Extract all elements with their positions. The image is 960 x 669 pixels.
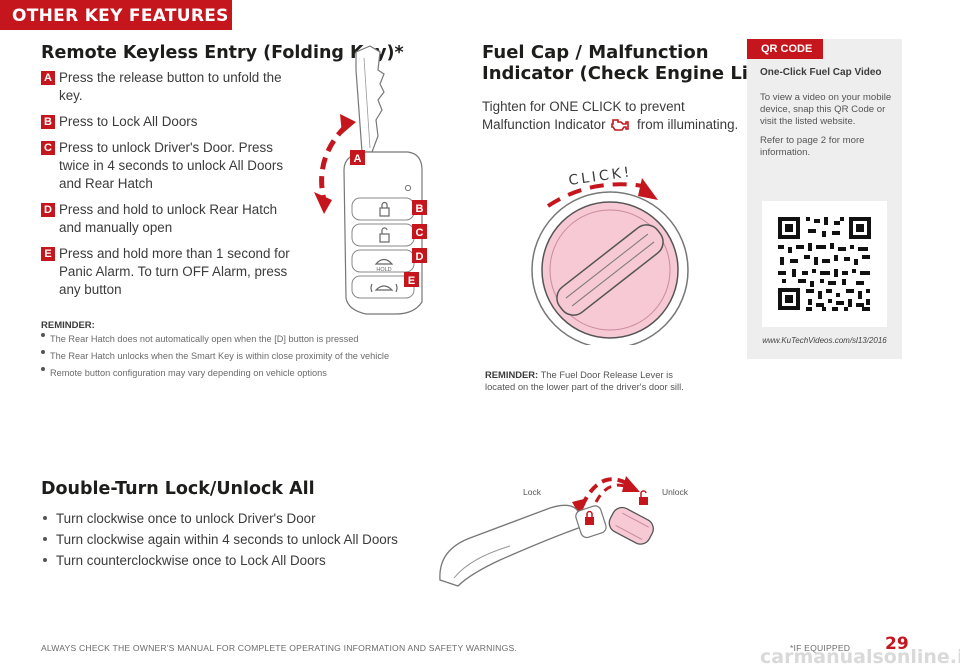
- fob-badge-c: [412, 224, 427, 239]
- bullet-text: Turn clockwise once to unlock Driver's D…: [56, 511, 316, 526]
- section-header-tab: OTHER KEY FEATURES: [0, 0, 232, 30]
- footer-if-equipped: *IF EQUIPPED: [790, 643, 851, 653]
- step-d: D Press and hold to unlock Rear Hatch an…: [41, 201, 291, 237]
- qr-url[interactable]: www.KuTechVideos.com/sl13/2016: [762, 336, 887, 345]
- bullet-item: Turn clockwise again within 4 seconds to…: [41, 529, 398, 550]
- lock-label: Lock: [523, 487, 542, 497]
- step-text: Press to Lock All Doors: [59, 114, 198, 129]
- reminder-text: The Rear Hatch unlocks when the Smart Ke…: [50, 351, 390, 361]
- key-head: [608, 506, 654, 545]
- remote-steps-list: A Press the release button to unfold the…: [41, 69, 291, 299]
- remote-keyless-title: Remote Keyless Entry (Folding Key)*: [41, 43, 404, 63]
- section-title: OTHER KEY FEATURES: [12, 6, 229, 26]
- bullet-text: Turn clockwise again within 4 seconds to…: [56, 532, 398, 547]
- step-c: C Press to unlock Driver's Door. Press t…: [41, 139, 291, 193]
- fob-badge-e-text: E: [408, 275, 415, 287]
- hold-label: HOLD: [376, 267, 391, 273]
- reminder-item: The Rear Hatch does not automatically op…: [41, 331, 389, 348]
- fuel-reminder-title: REMINDER:: [485, 369, 539, 380]
- fuel-reminder-text: located on the lower part of the driver'…: [485, 381, 684, 392]
- fob-badge-e: [404, 272, 419, 287]
- double-turn-title: Double-Turn Lock/Unlock All: [41, 479, 315, 499]
- qr-body: To view a video on your mobile device, s…: [760, 92, 892, 127]
- step-badge: D: [41, 203, 55, 217]
- reminder-item: The Rear Hatch unlocks when the Smart Ke…: [41, 348, 389, 365]
- fob-badge-d: [412, 248, 427, 263]
- key-blade: [355, 45, 385, 153]
- fuel-reminder: REMINDER: The Fuel Door Release Lever is…: [485, 369, 735, 393]
- qr-tab: QR CODE: [747, 39, 823, 59]
- key-fob-illustration: HOLD A B C D E: [314, 45, 427, 315]
- fuel-reminder-text: The Fuel Door Release Lever is: [540, 369, 673, 380]
- fob-badge-b-text: B: [416, 203, 424, 215]
- unlock-icon: [639, 490, 648, 505]
- fob-badge-d-text: D: [416, 251, 424, 263]
- step-badge: E: [41, 247, 55, 261]
- reminder-text: The Rear Hatch does not automatically op…: [50, 334, 359, 344]
- step-e: E Press and hold more than 1 second for …: [41, 245, 291, 299]
- fob-badge-a: [350, 150, 365, 165]
- step-badge: A: [41, 71, 55, 85]
- qr-code-box[interactable]: [762, 201, 887, 327]
- bullet-text: Turn counterclockwise once to Lock All D…: [56, 553, 326, 568]
- qr-code-icon: [778, 217, 871, 311]
- fob-badge-c-text: C: [416, 227, 424, 239]
- unfold-arrow: [319, 124, 348, 201]
- step-text: Press and hold to unlock Rear Hatch and …: [59, 202, 278, 235]
- tighten-arrow: [546, 182, 645, 208]
- step-a: A Press the release button to unfold the…: [41, 69, 291, 105]
- cap-grip: [556, 224, 664, 316]
- step-badge: C: [41, 141, 55, 155]
- footer-disclaimer: ALWAYS CHECK THE OWNER'S MANUAL FOR COMP…: [41, 643, 517, 653]
- double-turn-bullets: Turn clockwise once to unlock Driver's D…: [41, 508, 398, 571]
- fob-badge-b: [412, 200, 427, 215]
- fob-badge-a-text: A: [354, 153, 362, 165]
- door-handle-illustration: Lock Unlock: [439, 476, 689, 587]
- watermark-logo: carmanualsonline.info: [760, 646, 960, 668]
- step-text: Press and hold more than 1 second for Pa…: [59, 246, 290, 297]
- step-text: Press to unlock Driver's Door. Press twi…: [59, 140, 284, 191]
- fuel-body-text: Malfunction Indicator: [482, 117, 606, 132]
- reminder-item: Remote button configuration may vary dep…: [41, 365, 389, 382]
- lock-icon: [585, 510, 594, 525]
- step-b: B Press to Lock All Doors: [41, 113, 291, 131]
- step-badge: B: [41, 115, 55, 129]
- reminder-title: REMINDER:: [41, 320, 95, 331]
- qr-title: One-Click Fuel Cap Video: [760, 67, 882, 78]
- door-handle: [439, 504, 585, 587]
- reminder-text: Remote button configuration may vary dep…: [50, 368, 327, 378]
- step-text: Press the release button to unfold the k…: [59, 70, 282, 103]
- fuel-cap-title: Fuel Cap / Malfunction Indicator (Check …: [482, 42, 791, 84]
- qr-note: Refer to page 2 for more information.: [760, 135, 865, 158]
- fuel-body-text: from illuminating.: [637, 117, 739, 132]
- fuel-body-line: Tighten for ONE CLICK to prevent: [482, 99, 685, 114]
- fuel-cap-illustration: CLICK!: [531, 164, 689, 345]
- fuel-title-line: Indicator (Check Engine Light): [482, 63, 791, 84]
- remote-reminder: REMINDER: The Rear Hatch does not automa…: [41, 320, 389, 382]
- bullet-item: Turn counterclockwise once to Lock All D…: [41, 550, 398, 571]
- unlock-label: Unlock: [662, 487, 689, 497]
- fuel-cap-body: Tighten for ONE CLICK to prevent Malfunc…: [482, 98, 738, 134]
- page-number: 29: [885, 634, 909, 654]
- fuel-title-line: Fuel Cap / Malfunction: [482, 42, 709, 63]
- check-engine-icon: [611, 119, 630, 131]
- bullet-item: Turn clockwise once to unlock Driver's D…: [41, 508, 398, 529]
- qr-text-block: One-Click Fuel Cap Video To view a video…: [760, 67, 892, 159]
- turn-arrow-upper: [580, 477, 629, 507]
